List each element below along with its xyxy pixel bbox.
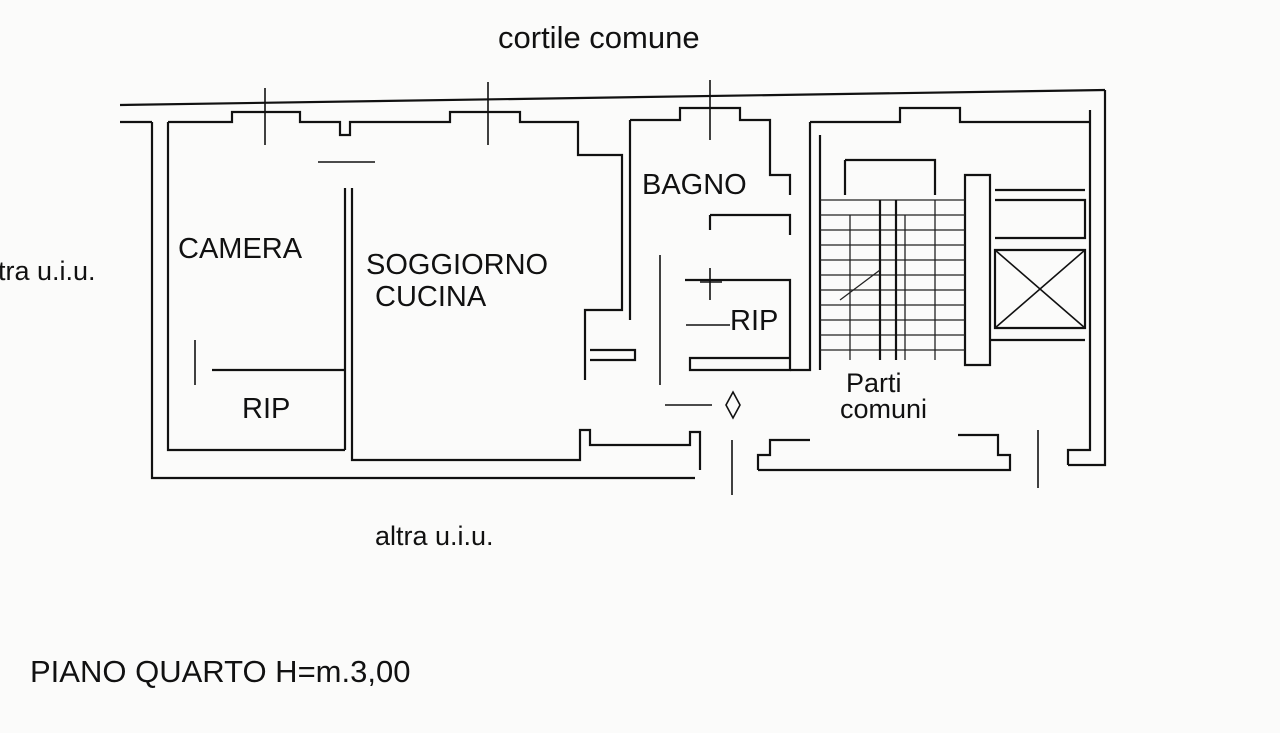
floor-caption: PIANO QUARTO H=m.3,00 — [30, 654, 410, 689]
room-label-parti: Parti — [846, 368, 902, 398]
top-neighbor-label: cortile comune — [498, 20, 700, 55]
window-marks — [240, 80, 738, 300]
room-label-rip-bagno: RIP — [730, 305, 778, 337]
door-marks — [584, 330, 1039, 495]
room-label-bagno: BAGNO — [642, 169, 747, 201]
left-neighbor-label: tra u.i.u. — [0, 256, 96, 286]
room-label-comuni: comuni — [840, 394, 927, 424]
exterior-walls — [119, 88, 1107, 480]
room-label-rip-camera: RIP — [242, 393, 290, 425]
interior-walls — [168, 106, 1090, 470]
room-label-camera: CAMERA — [178, 233, 303, 265]
room-label-soggiorno: SOGGIORNO — [366, 249, 548, 281]
staircase — [820, 199, 965, 360]
room-label-cucina: CUCINA — [375, 281, 487, 313]
bottom-neighbor-label: altra u.i.u. — [375, 521, 494, 551]
